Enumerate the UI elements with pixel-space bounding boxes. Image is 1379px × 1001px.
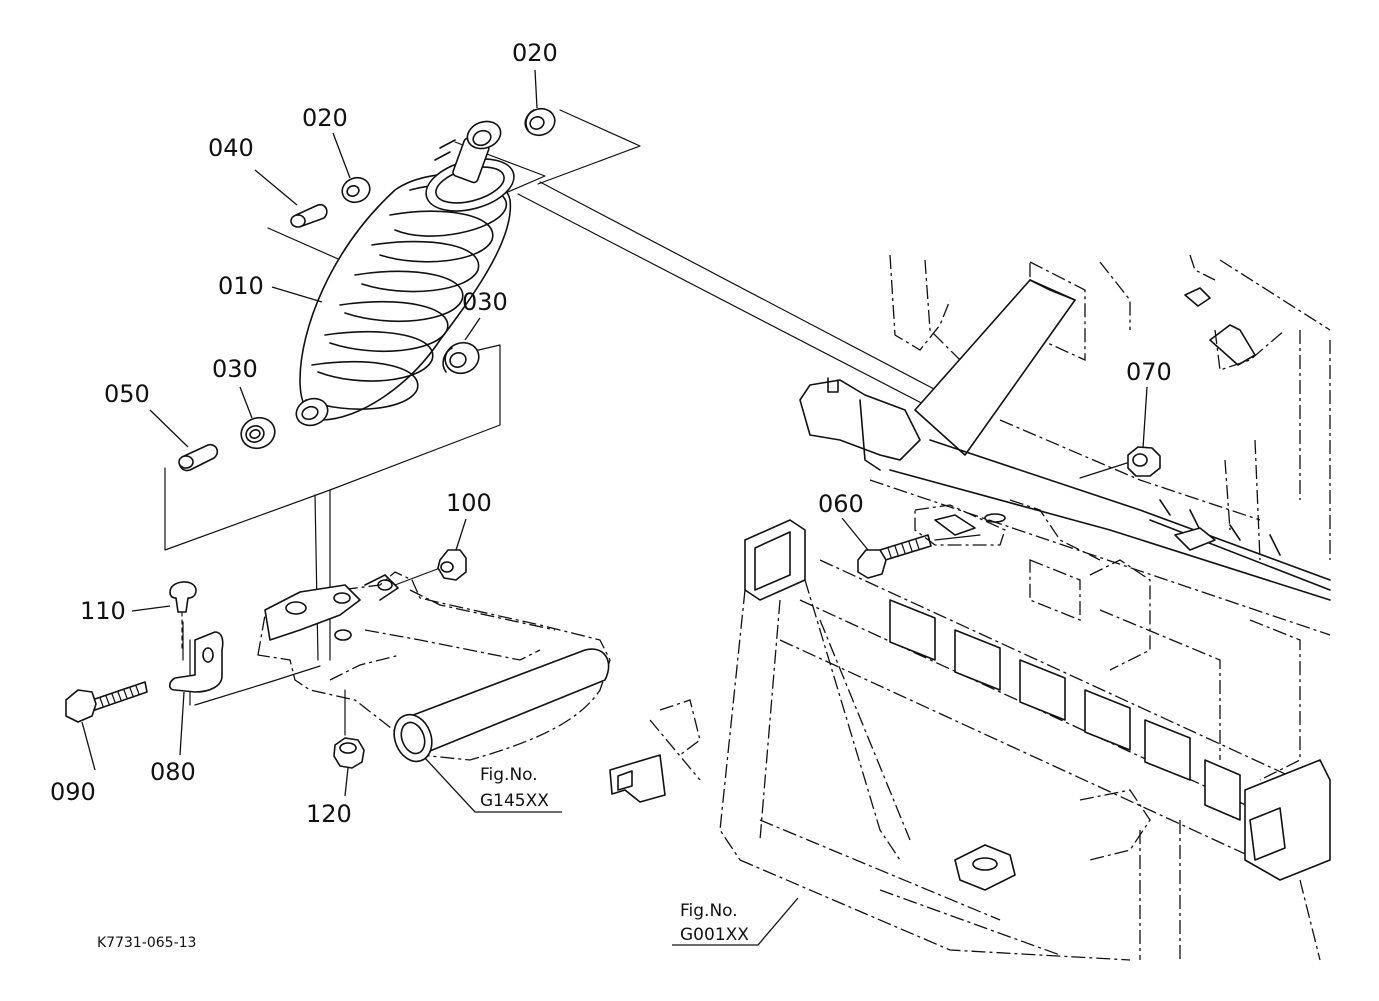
figref-frame-label: Fig.No. [680,901,738,921]
figref-lower-arm-code: G145XX [480,791,549,811]
document-id: K7731-065-13 [97,935,196,951]
callout-060: 060 [818,490,864,518]
nut-100 [437,549,467,581]
shock-absorber-part [299,120,515,421]
callout-110: 110 [80,597,126,625]
callout-070: 070 [1126,358,1172,386]
nut-070 [1127,446,1161,477]
callout-030-right: 030 [462,288,508,316]
callout-100: 100 [446,489,492,517]
bracket-080 [168,631,224,693]
collar-020-right [524,107,556,137]
callout-030-left: 030 [212,355,258,383]
figref-lower-arm-label: Fig.No. [480,765,538,785]
callout-050: 050 [104,380,150,408]
figure-ref-lower-arm: Fig.No. G145XX [480,765,549,811]
callout-090: 090 [50,778,96,806]
callout-010: 010 [218,272,264,300]
bolt-090 [65,681,148,723]
leader-lines [81,69,1148,946]
shock-lower-eye [295,397,329,427]
callout-120: 120 [306,800,352,828]
collar-030-right [442,341,480,375]
bolt-110 [169,581,197,651]
callout-080: 080 [150,758,196,786]
figure-ref-frame: Fig.No. G001XX [680,901,749,945]
callout-020-right: 020 [512,39,558,67]
nut-120 [333,737,365,769]
collar-030-left [240,416,276,450]
pin-040 [290,203,328,228]
pin-050 [178,443,219,472]
callout-040: 040 [208,134,254,162]
lower-arm-part [257,571,611,763]
assembly-guide-lines [164,109,1131,736]
callout-020-left: 020 [302,104,348,132]
bolt-060 [857,534,932,579]
collar-020-left [341,176,371,204]
figref-frame-code: G001XX [680,925,749,945]
frame-part [609,254,1331,961]
part-callouts: 020 020 040 010 030 030 050 100 110 090 … [50,39,1172,828]
